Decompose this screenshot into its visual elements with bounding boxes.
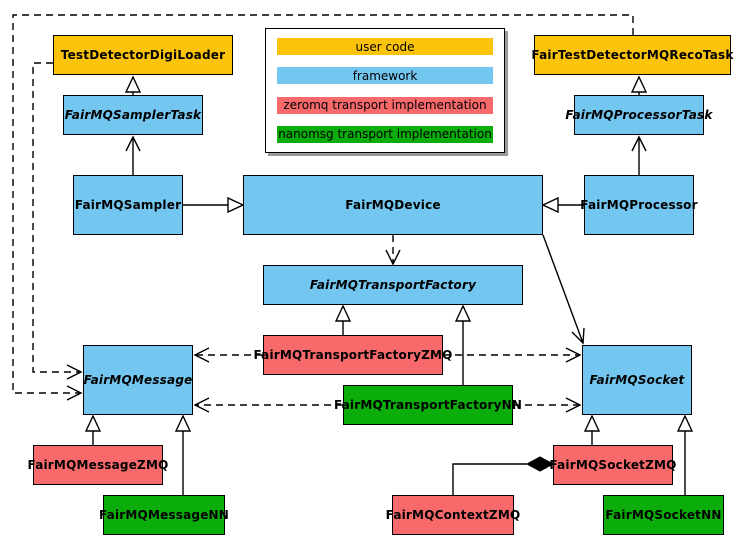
inheritance-arrow-socketzmq-to-socket [583,414,601,445]
dependency-arrow-factorynn-to-socket [513,397,582,413]
class-box-fairmqcontextzmq: FairMQContextZMQ [386,495,520,535]
class-box-fairmqdevice: FairMQDevice [243,175,543,235]
class-box-fairmqsampler: FairMQSampler [73,175,183,235]
inheritance-arrow-sampler-to-device [183,196,245,214]
legend-item-nanomsg: nanomsg transport implementation [277,125,493,143]
class-box-fairmqsocketzmq: FairMQSocketZMQ [549,445,676,485]
arrow-processor-to-processortask [631,135,647,175]
class-box-fairmqsamplertask: FairMQSamplerTask [63,95,203,135]
inheritance-arrow-messagezmq-to-message [84,414,102,445]
class-box-fairmqtransportfactory: FairMQTransportFactory [263,265,523,305]
dependency-arrow-digiloader-to-message [32,62,83,380]
inheritance-arrow-processor-to-device [541,196,584,214]
legend-item-zeromq: zeromq transport implementation [277,96,493,114]
class-box-fairtestdetectormqrecotask: FairTestDetectorMQRecoTask [531,35,733,75]
inheritance-arrow-messagenn-to-message [174,414,192,495]
class-box-fairmqprocessortask: FairMQProcessorTask [565,95,712,135]
class-box-fairmqtransportfactorynn: FairMQTransportFactoryNN [334,385,522,425]
composition-link-socketzmq-contextzmq [452,456,555,495]
legend: user code framework zeromq transport imp… [265,28,505,153]
class-box-fairmqsocketnn: FairMQSocketNN [603,495,724,535]
class-box-fairmqprocessor: FairMQProcessor [580,175,698,235]
class-box-fairmqtransportfactoryzmq: FairMQTransportFactoryZMQ [253,335,452,375]
dependency-arrow-device-to-transportfactory [385,235,401,266]
inheritance-arrow-factoryzmq-to-factory [334,304,352,335]
inheritance-arrow-samplertask-to-digiloader [124,75,142,95]
dependency-arrow-factorynn-to-message [193,397,343,413]
class-box-fairmqmessagenn: FairMQMessageNN [99,495,229,535]
class-box-fairmqmessagezmq: FairMQMessageZMQ [28,445,168,485]
inheritance-arrow-factorynn-to-factory [454,304,472,385]
class-box-testdetectordigiloader: TestDetectorDigiLoader [53,35,233,75]
arrow-sampler-to-samplertask [125,135,141,175]
arrow-device-to-socket [542,234,585,345]
dependency-arrow-factoryzmq-to-message [193,347,263,363]
legend-item-user-code: user code [277,38,493,55]
inheritance-arrow-processortask-to-recotask [630,75,648,95]
dependency-arrow-factoryzmq-to-socket [443,347,582,363]
inheritance-arrow-socketnn-to-socket [676,414,694,495]
class-box-fairmqmessage: FairMQMessage [83,345,193,415]
legend-item-framework: framework [277,67,493,85]
class-box-fairmqsocket: FairMQSocket [582,345,692,415]
dependency-arrow-recotask-to-message [12,14,634,401]
